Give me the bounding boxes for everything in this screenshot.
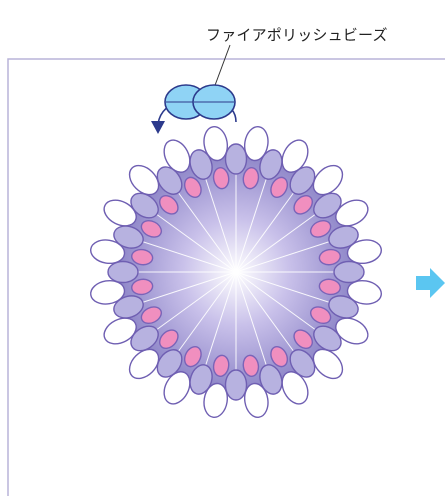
spoke-line: [235, 169, 270, 273]
next-step-arrow-icon: [416, 268, 445, 298]
outer-white-bead: [128, 164, 160, 196]
bead-ring-group: [90, 126, 382, 418]
middle-lavender-bead: [289, 166, 316, 195]
outer-white-bead: [312, 348, 344, 380]
outer-white-bead: [90, 239, 126, 265]
outer-white-bead: [203, 382, 229, 418]
middle-lavender-bead: [259, 149, 283, 180]
callout-label: ファイアポリッシュビーズ: [206, 26, 388, 44]
inner-pink-bead: [242, 167, 260, 190]
inner-pink-bead: [212, 167, 230, 190]
outer-white-bead: [335, 317, 369, 345]
spoke-line: [148, 208, 237, 273]
inner-pink-bead: [159, 329, 179, 349]
middle-lavender-bead: [289, 349, 316, 378]
middle-lavender-bead: [328, 225, 359, 249]
inner-pink-bead: [293, 195, 313, 215]
outer-white-bead: [128, 348, 160, 380]
middle-lavender-bead: [189, 149, 213, 180]
spoke-line: [133, 271, 237, 306]
outer-white-bead: [346, 279, 382, 305]
middle-lavender-bead: [130, 325, 159, 352]
inner-pink-bead: [212, 354, 230, 377]
outer-white-bead: [243, 126, 269, 162]
spoke-line: [202, 271, 237, 375]
inner-pink-bead: [293, 329, 313, 349]
middle-lavender-bead: [313, 192, 342, 219]
middle-lavender-bead: [130, 192, 159, 219]
inner-pink-bead: [242, 354, 260, 377]
direction-arrow-head-icon: [151, 121, 165, 134]
outer-white-bead: [203, 126, 229, 162]
inner-pink-bead: [131, 248, 154, 266]
inner-pink-bead: [140, 306, 163, 325]
middle-lavender-bead: [156, 349, 183, 378]
middle-lavender-bead: [156, 166, 183, 195]
outer-white-bead: [281, 371, 309, 405]
spoke-line: [172, 184, 237, 273]
spoke-line: [235, 208, 324, 273]
inner-pink-bead: [309, 306, 332, 325]
middle-lavender-bead: [333, 260, 365, 284]
outer-white-bead: [312, 164, 344, 196]
outer-white-bead: [163, 371, 191, 405]
middle-lavender-bead: [328, 295, 359, 319]
outer-white-bead: [281, 139, 309, 173]
inner-pink-bead: [159, 195, 179, 215]
inner-pink-bead: [140, 219, 163, 238]
inner-pink-bead: [309, 219, 332, 238]
spoke-line: [235, 271, 339, 306]
outer-white-bead: [243, 382, 269, 418]
middle-lavender-bead: [224, 369, 248, 401]
spoke-line: [235, 238, 339, 273]
inner-pink-bead: [183, 345, 202, 368]
outer-white-bead: [346, 239, 382, 265]
callout-leader-line: [213, 44, 231, 89]
spoke-line: [172, 271, 237, 360]
inner-pink-bead: [183, 176, 202, 199]
middle-lavender-bead: [259, 364, 283, 395]
inner-pink-bead: [131, 278, 154, 296]
outer-white-bead: [90, 279, 126, 305]
middle-lavender-bead: [224, 143, 248, 175]
middle-lavender-bead: [113, 295, 144, 319]
inner-pink-bead: [318, 278, 341, 296]
spoke-line: [235, 271, 270, 375]
spoke-line: [235, 184, 300, 273]
spoke-line: [202, 169, 237, 273]
middle-lavender-bead: [107, 260, 139, 284]
fire-polish-beads: [164, 84, 236, 120]
middle-lavender-bead: [313, 325, 342, 352]
spoke-line: [235, 271, 324, 336]
outer-white-bead: [163, 139, 191, 173]
outer-white-bead: [103, 317, 137, 345]
inner-pink-bead: [318, 248, 341, 266]
spoke-line: [235, 271, 300, 360]
outer-white-bead: [103, 199, 137, 227]
spoke-line: [133, 238, 237, 273]
middle-lavender-bead: [113, 225, 144, 249]
middle-lavender-bead: [189, 364, 213, 395]
inner-pink-bead: [270, 345, 289, 368]
outer-white-bead: [335, 199, 369, 227]
inner-pink-bead: [270, 176, 289, 199]
spoke-line: [148, 271, 237, 336]
